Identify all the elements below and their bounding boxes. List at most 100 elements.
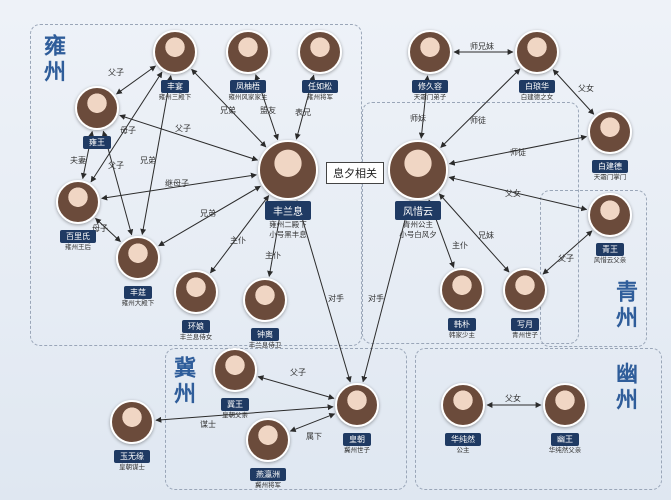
portrait-icon [503, 268, 547, 312]
relationship-label: 父女 [505, 189, 521, 198]
center-relation-label: 息夕相关 [326, 162, 384, 184]
person-node-feng-yan: 丰宴雍州三殿下 [140, 30, 210, 102]
person-description: 冀州世子 [344, 446, 370, 454]
portrait-icon [543, 383, 587, 427]
person-node-bai-jian: 白建德天霜门掌门 [575, 110, 645, 182]
relationship-label: 父子 [558, 254, 574, 263]
relationship-edge [448, 134, 588, 166]
relationship-edge [438, 193, 510, 273]
relationship-label: 师徒 [470, 116, 486, 125]
portrait-icon [441, 383, 485, 427]
relationship-edge [155, 404, 334, 423]
person-name: 任如松 [302, 80, 338, 93]
person-name: 韩朴 [448, 318, 476, 331]
person-description: 皇朝谋士 [119, 463, 145, 471]
person-description: 冀州将军 [255, 481, 281, 489]
relationship-label: 兄弟 [220, 106, 236, 115]
person-name: 青王 [596, 243, 624, 256]
relationship-label: 谋士 [200, 420, 216, 429]
relationship-label: 兄弟 [140, 156, 156, 165]
person-description: 青州公主 [403, 220, 433, 229]
person-node-xiu-yue: 写月青州世子 [490, 268, 560, 340]
portrait-icon [246, 418, 290, 462]
relationship-edge [542, 230, 593, 275]
person-name: 环娘 [182, 320, 210, 333]
person-node-ren-ruo: 任如松雍州将军 [285, 30, 355, 102]
relationship-label: 属下 [306, 432, 322, 441]
relationship-label: 师徒 [510, 148, 526, 157]
person-name: 丰兰息 [265, 201, 311, 220]
region-qing-title: 青州 [612, 280, 638, 332]
portrait-icon [243, 278, 287, 322]
person-name: 凤柚梧 [230, 80, 266, 93]
person-node-qing-wang: 青王风惜云父亲 [575, 193, 645, 265]
relationship-label: 表兄 [295, 108, 311, 117]
person-node-hua-chun: 华纯然公主 [428, 383, 498, 455]
person-name: 丰莛 [124, 286, 152, 299]
person-name: 写月 [511, 318, 539, 331]
portrait-icon [174, 270, 218, 314]
portrait-icon [116, 236, 160, 280]
person-node-bai-li: 百里氏雍州王后 [43, 180, 113, 252]
person-description: 丰兰息侍卫 [248, 341, 282, 349]
person-name: 燕瀛洲 [250, 468, 286, 481]
person-node-feng-ying: 丰莛雍州大殿下 [103, 236, 173, 308]
region-yong-title: 雍州 [40, 34, 66, 86]
person-node-ji-wang: 冀王皇朝父亲 [200, 348, 270, 420]
person-node-yong-wang: 雍王 [62, 86, 132, 149]
relationship-label: 父女 [505, 394, 521, 403]
person-node-yan-ying: 燕瀛洲冀州将军 [233, 418, 303, 490]
relationship-label: 父子 [108, 161, 124, 170]
person-description: 雍州三殿下 [158, 93, 192, 101]
person-description: 风惜云父亲 [593, 256, 627, 264]
person-node-you-wang: 幽王华纯然父亲 [530, 383, 600, 455]
person-description: 华纯然父亲 [548, 446, 582, 454]
portrait-icon [213, 348, 257, 392]
person-description: 雍州风家家主 [228, 93, 268, 101]
relationship-label: 继母子 [165, 179, 189, 188]
person-description: 雍州二殿下 [269, 220, 307, 229]
relationship-edge [210, 195, 270, 274]
relationship-edge [140, 75, 173, 235]
relationship-label: 父子 [290, 368, 306, 377]
region-you-title: 幽州 [612, 362, 638, 414]
relationship-edge [289, 412, 336, 433]
person-name: 丰宴 [161, 80, 189, 93]
portrait-icon [110, 400, 154, 444]
portrait-icon [588, 193, 632, 237]
relationship-label: 父子 [175, 124, 191, 133]
person-description: 青州世子 [512, 331, 538, 339]
person-description: 白建德之女 [520, 93, 554, 101]
relationship-edge [361, 200, 412, 383]
portrait-icon [388, 140, 448, 200]
relationship-label: 兄妹 [478, 231, 494, 240]
relationship-label: 父子 [108, 68, 124, 77]
person-description: 天霜门弟子 [413, 93, 447, 101]
relationship-label: 母子 [120, 126, 136, 135]
region-yong-box [30, 24, 362, 346]
person-name: 修久容 [412, 80, 448, 93]
relationship-label: 师妹 [410, 114, 426, 123]
person-name: 幽王 [551, 433, 579, 446]
person-description: 韩家少主 [449, 331, 475, 339]
person-node-huan-niang: 环娘丰兰息侍女 [161, 270, 231, 342]
person-name: 玉无缘 [114, 450, 150, 463]
person-description: 天霜门掌门 [593, 173, 627, 181]
relationship-label: 主仆 [452, 241, 468, 250]
person-name: 雍王 [83, 136, 111, 149]
person-name: 白建德 [592, 160, 628, 173]
relationship-edge [95, 217, 121, 243]
person-name: 白琅华 [519, 80, 555, 93]
region-ji-title: 冀州 [170, 356, 196, 408]
portrait-icon [515, 30, 559, 74]
relationship-label: 主仆 [230, 236, 246, 245]
portrait-icon [408, 30, 452, 74]
portrait-icon [440, 268, 484, 312]
person-node-xiu-jiu: 修久容天霜门弟子 [395, 30, 465, 102]
portrait-icon [258, 140, 318, 200]
person-node-han-pu: 韩朴韩家少主 [427, 268, 497, 340]
person-node-bai-feng: 白琅华白建德之女 [502, 30, 572, 102]
relationship-label: 母子 [92, 224, 108, 233]
relationship-label: 父女 [578, 84, 594, 93]
